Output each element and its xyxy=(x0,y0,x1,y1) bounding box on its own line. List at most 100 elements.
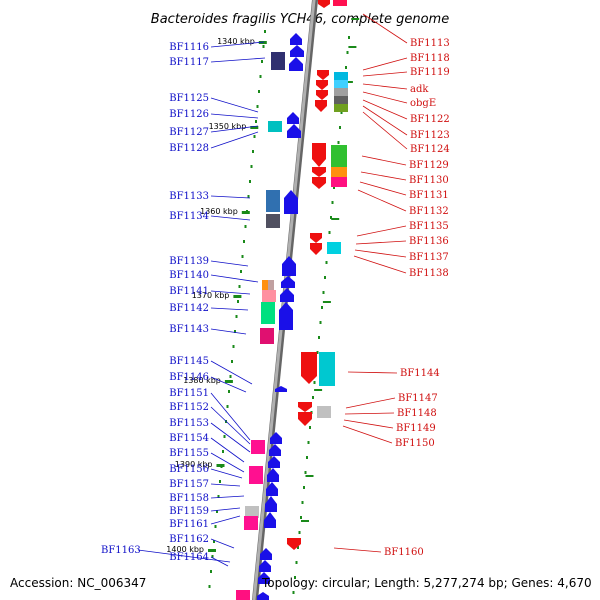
track-dot xyxy=(258,90,260,93)
left-gene-label: BF1142 xyxy=(169,303,209,314)
right-gene-label: BF1130 xyxy=(409,175,449,186)
left-gene-label: BF1139 xyxy=(169,256,209,267)
track-dot xyxy=(294,576,296,579)
scale-tick-mark xyxy=(216,464,225,467)
right-gene-label: BF1138 xyxy=(409,268,449,279)
cog-box xyxy=(268,121,282,132)
right-gene-label: BF1122 xyxy=(410,114,450,125)
map-title: Bacteroides fragilis YCH46, complete gen… xyxy=(151,12,449,27)
left-gene-label: BF1133 xyxy=(169,191,209,202)
track-dot xyxy=(241,255,244,258)
left-label-leader xyxy=(210,495,245,499)
cog-box xyxy=(260,328,274,344)
forward-gene xyxy=(290,33,302,45)
track-dot xyxy=(313,381,316,384)
left-label-leader xyxy=(210,507,241,512)
right-label-leader xyxy=(362,99,408,120)
topology-text: Topology: circular; Length: 5,277,274 bp… xyxy=(261,576,592,590)
left-label-leader xyxy=(210,125,259,133)
track-dot xyxy=(259,75,262,78)
track-dot xyxy=(216,510,218,513)
left-label-leader xyxy=(137,549,231,563)
track-dot xyxy=(333,186,335,189)
right-label-leader xyxy=(347,371,398,374)
track-dot xyxy=(321,306,323,309)
track-dot xyxy=(237,300,239,303)
cog-box xyxy=(261,302,275,324)
track-dot xyxy=(304,471,307,474)
label-leaders xyxy=(137,13,408,567)
reverse-gene xyxy=(310,243,322,255)
left-label-leader xyxy=(210,360,253,385)
right-label-leader xyxy=(362,13,408,44)
track-dot xyxy=(346,51,349,54)
forward-gene xyxy=(275,386,287,392)
right-gene-label: BF1147 xyxy=(398,393,438,404)
forward-gene xyxy=(264,512,276,528)
right-label-leader xyxy=(362,91,408,104)
track-dot xyxy=(262,45,265,48)
forward-gene xyxy=(268,456,280,468)
track-dot xyxy=(306,456,308,459)
left-gene-label: BF1140 xyxy=(169,270,209,281)
reverse-gene xyxy=(312,143,326,167)
track-dot xyxy=(253,135,256,138)
cog-box xyxy=(331,167,347,177)
left-gene-label: BF1159 xyxy=(169,506,209,517)
reverse-gene xyxy=(312,167,326,177)
reverse-gene xyxy=(318,0,330,8)
right-gene-label: BF1160 xyxy=(384,547,424,558)
left-label-leader xyxy=(210,437,245,463)
track-dot xyxy=(345,66,347,69)
accession-text: Accession: NC_006347 xyxy=(10,576,146,590)
left-gene-label: BF1146 xyxy=(169,372,209,383)
gene-labels: BF1116BF1117BF1125BF1126BF1127BF1128BF11… xyxy=(101,38,450,563)
right-label-leader xyxy=(362,83,408,90)
track-dot xyxy=(210,570,212,573)
right-label-leader xyxy=(360,171,407,181)
left-label-leader xyxy=(210,195,251,199)
right-tick-mark xyxy=(322,301,331,303)
right-tick-mark xyxy=(351,18,360,20)
cog-box xyxy=(244,516,258,530)
track-dot xyxy=(331,201,334,204)
left-gene-label: BF1153 xyxy=(169,418,209,429)
right-gene-label: BF1149 xyxy=(396,423,436,434)
track-dot xyxy=(324,276,326,279)
track-dot xyxy=(264,30,266,33)
forward-gene xyxy=(269,444,281,456)
forward-gene xyxy=(265,496,277,512)
forward-gene xyxy=(287,124,301,138)
forward-gene xyxy=(260,548,272,560)
left-label-leader xyxy=(210,307,249,311)
gene-features xyxy=(236,0,348,600)
right-tick-mark xyxy=(301,520,309,522)
cog-box xyxy=(327,242,341,254)
cog-box xyxy=(331,177,347,187)
left-label-leader xyxy=(210,215,251,221)
right-label-leader xyxy=(362,111,408,150)
forward-gene xyxy=(287,112,299,124)
reverse-gene xyxy=(298,402,312,412)
track-dot xyxy=(213,540,215,543)
reverse-gene xyxy=(298,412,312,426)
left-gene-label: BF1162 xyxy=(169,534,209,545)
left-label-leader xyxy=(210,290,251,295)
right-label-leader xyxy=(359,181,407,196)
track-dot xyxy=(232,345,235,348)
track-dot xyxy=(252,150,254,153)
reverse-gene xyxy=(315,100,327,112)
left-gene-label: BF1161 xyxy=(169,519,209,530)
left-gene-label: BF1152 xyxy=(169,402,209,413)
right-tick-mark xyxy=(344,81,353,83)
forward-gene xyxy=(258,572,270,584)
track-dot xyxy=(337,141,340,144)
scale-tick-label: 1340 kbp xyxy=(217,37,255,46)
right-gene-label: BF1144 xyxy=(400,368,440,379)
right-label-leader xyxy=(362,71,408,77)
track-dot xyxy=(223,435,226,438)
forward-gene xyxy=(282,256,296,276)
track-dot xyxy=(307,441,310,444)
right-label-leader xyxy=(361,155,407,166)
